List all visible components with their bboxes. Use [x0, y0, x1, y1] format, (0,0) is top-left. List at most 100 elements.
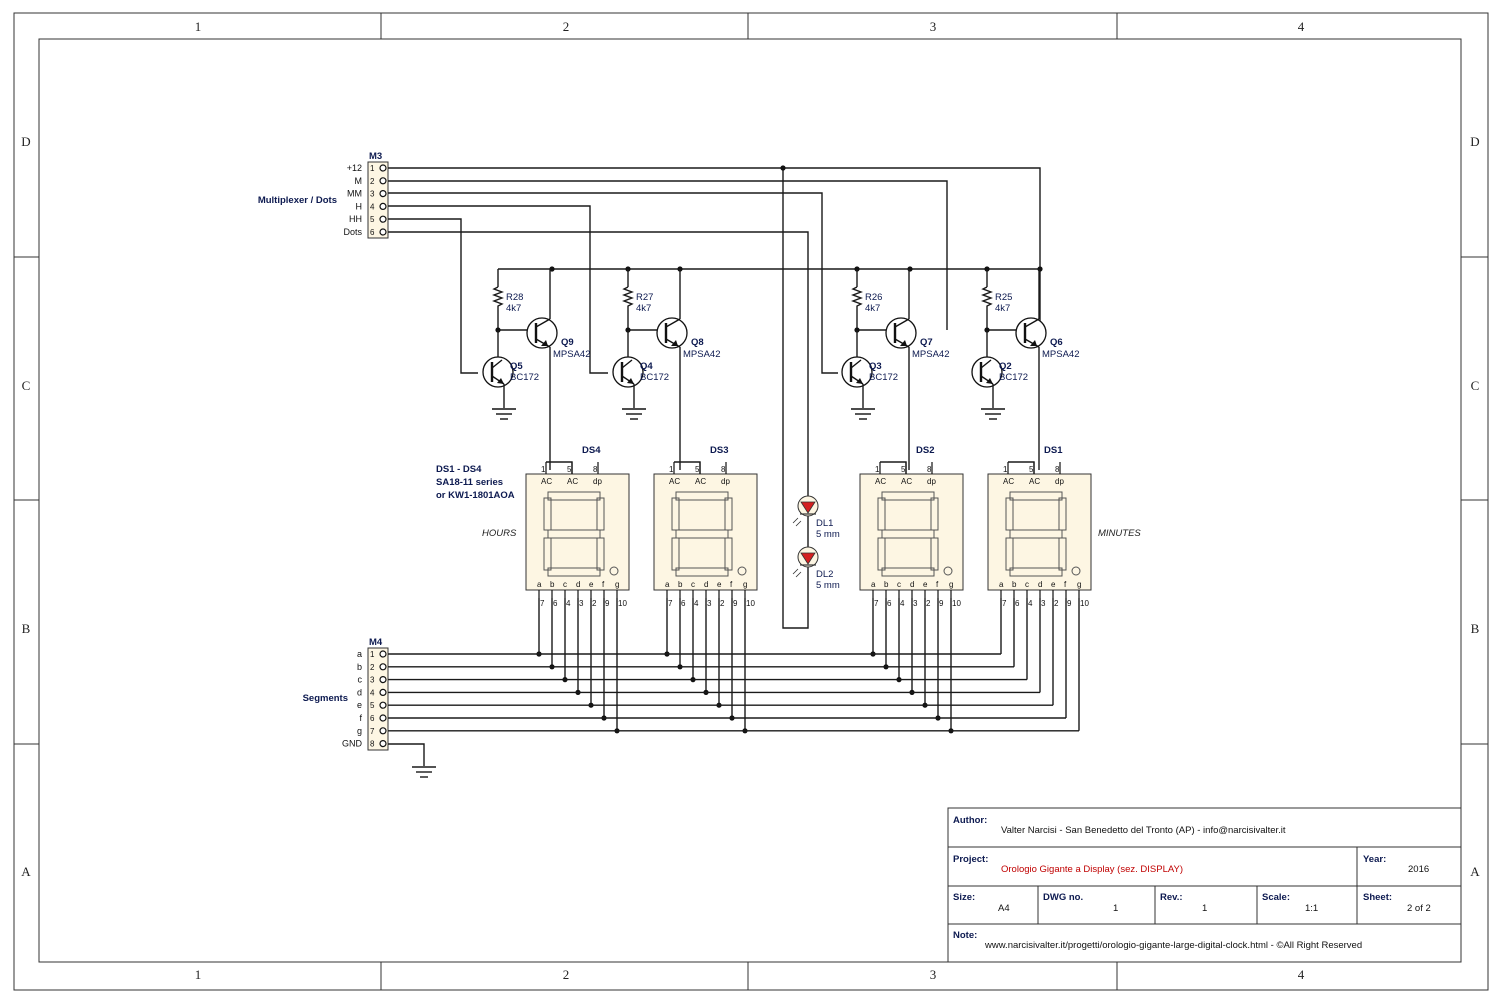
segment-b	[596, 497, 605, 531]
display-pin-number: 7	[1002, 599, 1007, 608]
m4-pin-number-1: 2	[370, 663, 375, 672]
display-pin-number: 9	[939, 599, 944, 608]
dl2-ref: DL2	[816, 569, 833, 580]
pnp-ref: Q9	[561, 337, 574, 348]
display-seg-label: b	[550, 580, 555, 589]
m4-pin-terminal	[379, 701, 387, 709]
tb-project: Orologio Gigante a Display (sez. DISPLAY…	[1001, 864, 1183, 875]
display-seg-label: b	[678, 580, 683, 589]
segment-f	[543, 497, 552, 531]
zone-dividers	[14, 13, 1488, 990]
display-seg-label: a	[999, 580, 1004, 589]
display-pin-number: 2	[720, 599, 725, 608]
display-seg-label: e	[589, 580, 594, 589]
segment-d	[547, 567, 601, 577]
display-top-pin-number: 8	[1055, 465, 1060, 474]
m4-pin-name-1: b	[357, 662, 362, 672]
resistor-value: 4k7	[865, 303, 880, 314]
m4-pin-name-2: c	[358, 675, 363, 685]
zone-row-a-left: A	[21, 864, 31, 879]
outer-frame	[13, 12, 1489, 991]
npn-type: BC172	[510, 372, 539, 383]
segment-e	[543, 537, 552, 571]
tb-note-label: Note:	[953, 930, 977, 941]
m3-pin-name-0: +12	[347, 163, 362, 173]
resistor-zigzag	[492, 286, 504, 330]
display-top-pin-number: 8	[721, 465, 726, 474]
display-pin-number: 3	[1041, 599, 1046, 608]
m3-pin-terminal	[379, 190, 387, 198]
tb-sheet-label: Sheet:	[1363, 892, 1392, 903]
display-pin-number: 4	[900, 599, 905, 608]
junction-dot	[1037, 266, 1043, 272]
display-pin-number: 10	[618, 599, 627, 608]
display-seg-label: b	[884, 580, 889, 589]
segment-f	[877, 497, 886, 531]
pnp-emitter	[665, 318, 681, 328]
minutes-label: MINUTES	[1098, 528, 1141, 539]
resistor-ref: R28	[506, 292, 523, 303]
pnp-body	[526, 317, 558, 349]
display-pin-number: 4	[1028, 599, 1033, 608]
m3-pin-number-4: 5	[370, 215, 375, 224]
tb-size-label: Size:	[953, 892, 975, 903]
segment-e	[1005, 537, 1014, 571]
driver-stages: R284k7Q9MPSA42Q5BC172R274k7Q8MPSA42Q4BC1…	[482, 165, 1080, 470]
segment-e	[671, 537, 680, 571]
display-seg-label: c	[1025, 580, 1029, 589]
display-top-pin-number: 8	[593, 465, 598, 474]
m4-pin-terminal	[379, 675, 387, 684]
resistor-value: 4k7	[636, 303, 651, 314]
display-seg-label: a	[537, 580, 542, 589]
segment-dp	[1071, 566, 1081, 576]
zone-row-a-right: A	[1470, 864, 1480, 879]
pnp-ref: Q7	[920, 337, 933, 348]
tb-year-label: Year:	[1363, 854, 1386, 865]
display-pin-number: 6	[1015, 599, 1020, 608]
m3-pin-number-3: 4	[370, 202, 375, 211]
display-pin-number: 9	[1067, 599, 1072, 608]
display-seg-label: f	[730, 580, 733, 589]
segment-b	[724, 497, 733, 531]
display-seg-label: g	[1077, 580, 1081, 589]
m3-pin-name-2: MM	[347, 189, 362, 199]
zone-col-3-bottom: 3	[930, 967, 937, 982]
pnp-type: MPSA42	[683, 349, 721, 360]
tb-scale: 1:1	[1305, 903, 1318, 914]
display-note-line-3: or KW1-1801AOA	[436, 490, 515, 501]
pnp-type: MPSA42	[912, 349, 950, 360]
pnp-body	[885, 317, 917, 349]
display-body	[653, 473, 758, 591]
m4-pin-name-4: e	[357, 700, 362, 710]
display-seg-label: a	[871, 580, 876, 589]
display-seg-label: c	[563, 580, 567, 589]
display-note-line-1: DS1 - DS4	[436, 464, 482, 475]
m3-pin-number-1: 2	[370, 177, 375, 186]
display-pin-number: 9	[733, 599, 738, 608]
junction-dot	[780, 165, 786, 171]
tb-author: Valter Narcisi - San Benedetto del Tront…	[1001, 825, 1286, 836]
display-pin-number: 7	[540, 599, 545, 608]
npn-type: BC172	[640, 372, 669, 383]
display-anode-bridge	[1008, 461, 1035, 474]
display-top-pin-label: AC	[567, 477, 578, 486]
m4-pin-terminal	[379, 650, 387, 658]
pnp-ref: Q8	[691, 337, 704, 348]
npn-arrow	[627, 378, 634, 384]
display-seg-label: f	[936, 580, 939, 589]
display-pin-number: 2	[592, 599, 597, 608]
zone-row-b-right: B	[1471, 621, 1480, 636]
display-seg-label: d	[910, 580, 914, 589]
display-top-pin-number: 5	[695, 465, 700, 474]
m3-pin-terminal	[379, 177, 387, 185]
pnp-emitter	[1024, 318, 1040, 328]
resistor-zigzag	[622, 286, 634, 330]
display-seg-label: a	[665, 580, 670, 589]
display-pin-number: 3	[707, 599, 712, 608]
connector-m3: M3 Multiplexer / Dots	[258, 151, 389, 239]
zone-col-3-top: 3	[930, 19, 937, 34]
